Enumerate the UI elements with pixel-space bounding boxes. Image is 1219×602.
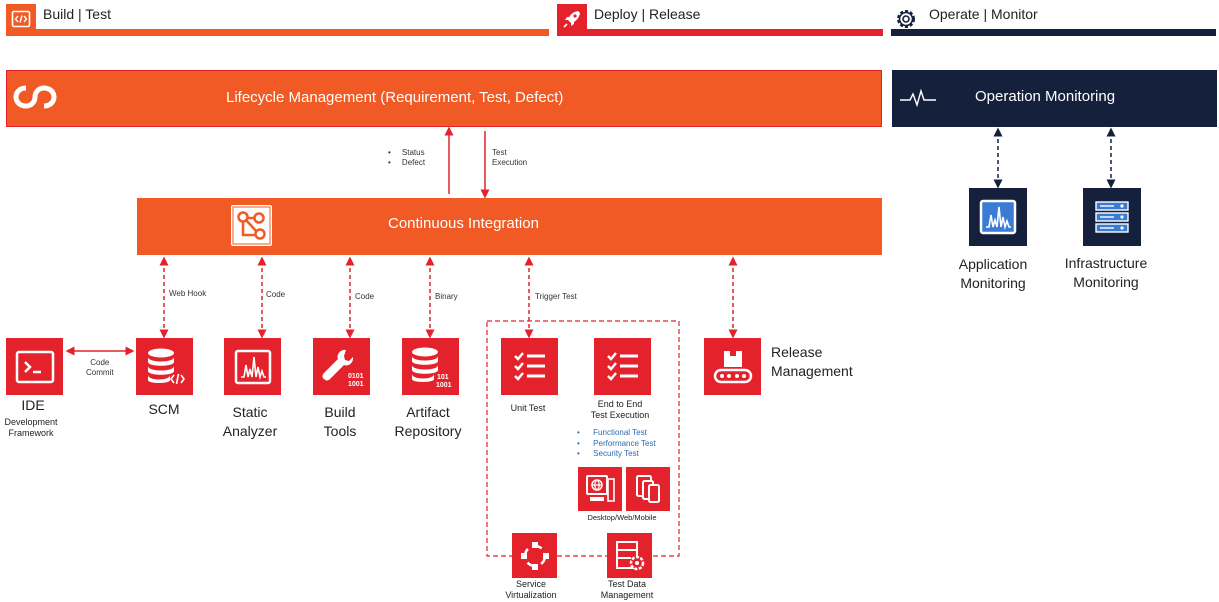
conveyor-icon xyxy=(704,338,761,395)
status-defect-labels: • Status • Defect xyxy=(388,148,426,167)
test-type-list: • Functional Test • Performance Test • S… xyxy=(577,428,656,458)
phase-bar-deploy xyxy=(557,29,883,36)
release-line1: Release xyxy=(771,344,823,360)
e2e-test-label: End to End Test Execution xyxy=(591,399,650,421)
pulse-icon xyxy=(899,88,937,113)
svg-text:101: 101 xyxy=(437,374,449,381)
release-line2: Management xyxy=(771,363,853,379)
build-line2: Tools xyxy=(323,423,357,439)
devices-icon xyxy=(626,467,670,511)
svg-text:1001: 1001 xyxy=(436,382,452,389)
code-commit-line2: Commit xyxy=(86,368,114,377)
svg-text:1001: 1001 xyxy=(348,381,364,388)
operation-monitoring-label: Operation Monitoring xyxy=(975,88,1116,105)
network-icon xyxy=(512,533,557,578)
phase-operate-monitor: Operate | Monitor xyxy=(929,6,1038,22)
binary-label: Binary xyxy=(435,292,458,301)
infra-mon-line2: Monitoring xyxy=(1073,274,1139,290)
app-mon-line1: Application xyxy=(958,256,1028,272)
phase-bar-operate xyxy=(891,29,1216,36)
release-management-label: Release Management xyxy=(771,343,853,381)
test-execution-label: Test Execution xyxy=(492,148,527,168)
build-line1: Build xyxy=(324,404,356,420)
app-mon-line2: Monitoring xyxy=(960,275,1026,291)
static-line2: Analyzer xyxy=(222,423,278,439)
build-tools-label: Build Tools xyxy=(324,403,357,441)
application-monitoring-label: Application Monitoring xyxy=(959,255,1028,293)
infinity-logo-icon xyxy=(13,83,57,116)
artifact-repository-label: Artifact Repository xyxy=(395,403,462,441)
code-commit-line1: Code xyxy=(90,358,110,367)
lifecycle-management-banner: Lifecycle Management (Requirement, Test,… xyxy=(6,70,882,127)
chart-icon xyxy=(969,188,1027,246)
static-line1: Static xyxy=(232,404,268,420)
chart-icon xyxy=(224,338,281,395)
database-icon xyxy=(136,338,193,395)
performance-test-label: Performance Test xyxy=(593,438,656,448)
scm-label: SCM xyxy=(148,401,180,417)
checklist-icon xyxy=(594,338,651,395)
static-analyzer-label: Static Analyzer xyxy=(223,403,277,441)
status-label: Status xyxy=(401,148,425,157)
functional-test-label: Functional Test xyxy=(593,428,647,437)
sv-line1: Service xyxy=(515,579,546,589)
artifact-line2: Repository xyxy=(394,423,462,439)
tdm-line2: Management xyxy=(600,590,654,600)
phase-build-test: Build | Test xyxy=(43,6,111,22)
web-hook-label: Web Hook xyxy=(169,289,207,298)
ide-sub-line1: Development xyxy=(4,417,58,427)
ci-nodes-icon xyxy=(231,205,272,246)
tdm-line1: Test Data xyxy=(607,579,647,589)
code-label-static: Code xyxy=(266,290,286,299)
infra-mon-line1: Infrastructure xyxy=(1064,255,1148,271)
phase-bar-build xyxy=(6,29,549,36)
defect-label: Defect xyxy=(401,158,426,167)
execution-label: Execution xyxy=(492,158,528,167)
e2e-line1: End to End xyxy=(597,399,643,409)
unit-test-label: Unit Test xyxy=(510,403,546,413)
lifecycle-management-label: Lifecycle Management (Requirement, Test,… xyxy=(226,89,564,106)
desktop-globe-icon xyxy=(578,467,622,511)
terminal-icon xyxy=(6,338,63,395)
trigger-test-label: Trigger Test xyxy=(535,292,577,301)
test-label: Test xyxy=(492,148,507,157)
svg-text:0101: 0101 xyxy=(348,373,364,380)
ide-sub-label: Development Framework xyxy=(4,417,57,439)
security-test-label: Security Test xyxy=(593,449,639,458)
service-virtualization-label: Service Virtualization xyxy=(505,579,556,601)
ide-sub-line2: Framework xyxy=(8,428,54,438)
e2e-line2: Test Execution xyxy=(590,410,650,420)
sv-line2: Virtualization xyxy=(505,590,557,600)
artifact-line1: Artifact xyxy=(406,404,450,420)
checklist-icon xyxy=(501,338,558,395)
continuous-integration-label: Continuous Integration xyxy=(388,215,539,232)
server-icon xyxy=(1083,188,1141,246)
data-settings-icon xyxy=(607,533,652,578)
ide-label: IDE xyxy=(21,397,45,413)
desktop-web-mobile-label: Desktop/Web/Mobile xyxy=(587,513,657,522)
code-label-build: Code xyxy=(355,292,375,301)
test-data-management-label: Test Data Management xyxy=(601,579,654,601)
code-commit-label: Code Commit xyxy=(86,358,114,378)
phase-deploy-release: Deploy | Release xyxy=(594,6,701,22)
operation-monitoring-banner: Operation Monitoring xyxy=(892,70,1217,127)
infrastructure-monitoring-label: Infrastructure Monitoring xyxy=(1065,254,1147,292)
